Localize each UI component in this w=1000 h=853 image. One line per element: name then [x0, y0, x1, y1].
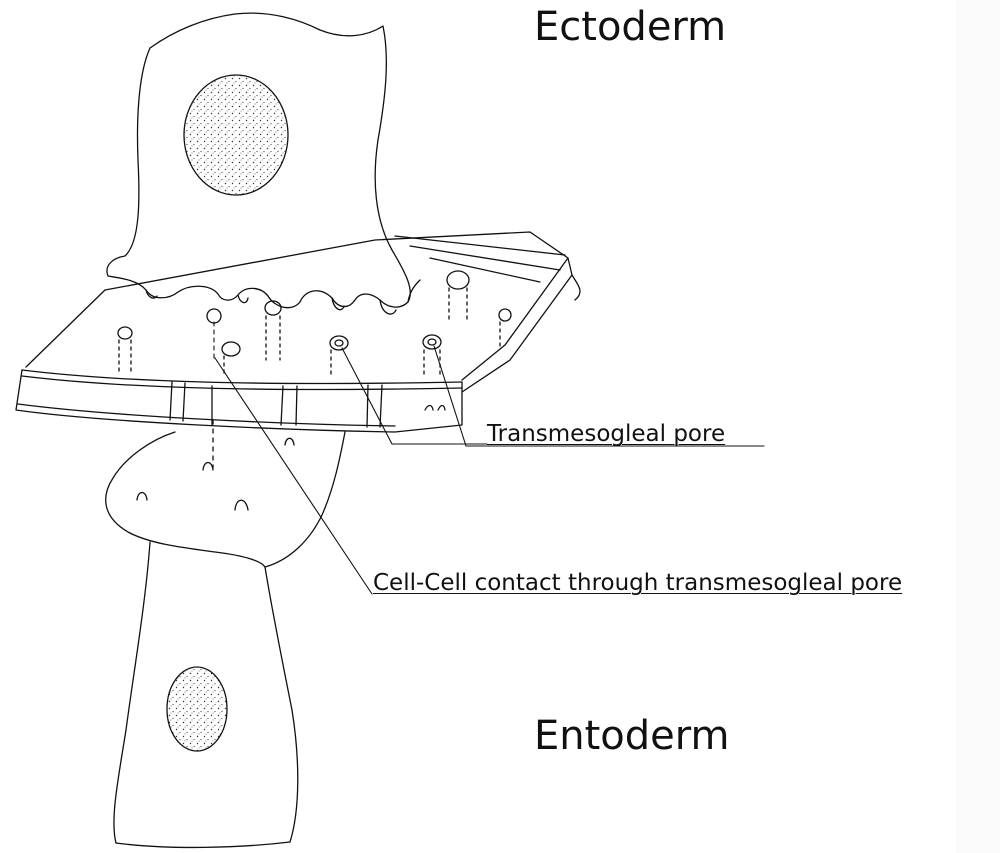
entoderm-cell: [106, 420, 345, 847]
ectoderm-nucleus: [184, 75, 288, 195]
ectoderm-title: Ectoderm: [534, 7, 726, 47]
entoderm-nucleus: [167, 667, 227, 751]
transmesogleal-pore-label: Transmesogleal pore: [487, 423, 725, 446]
entoderm-title: Entoderm: [534, 716, 730, 756]
mesoglea-layer: [16, 232, 580, 432]
leader-lines: [214, 322, 764, 594]
pore-openings: [118, 271, 511, 378]
cell-contact-label: Cell-Cell contact through transmesogleal…: [373, 572, 902, 595]
